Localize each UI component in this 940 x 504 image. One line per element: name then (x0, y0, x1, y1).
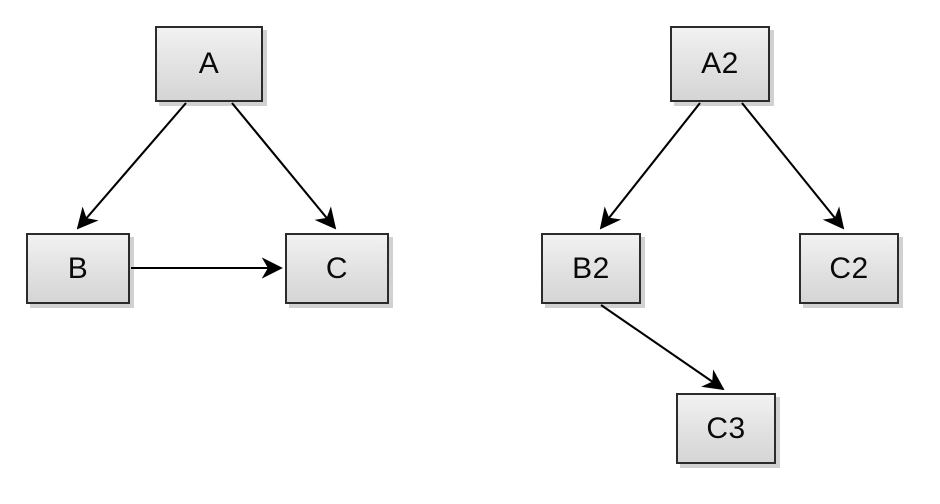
edge-a2-c2 (741, 102, 845, 230)
node-a2-label: A2 (701, 47, 739, 80)
edge-a-b (76, 102, 187, 230)
node-c-label: C (325, 251, 349, 285)
node-a-label: A (198, 47, 220, 80)
node-c3-label: C3 (706, 411, 746, 445)
node-c3[interactable]: C3 (676, 393, 776, 464)
node-a[interactable]: A (155, 26, 263, 102)
node-a2[interactable]: A2 (670, 26, 770, 102)
node-c[interactable]: C (285, 233, 389, 304)
node-b2-label: B2 (572, 251, 610, 285)
edge-a-c (231, 102, 337, 230)
node-b[interactable]: B (26, 233, 130, 304)
node-b-label: B (67, 251, 89, 285)
edge-a2-b2 (599, 102, 701, 230)
node-c2[interactable]: C2 (799, 233, 899, 304)
edge-b2-c3 (600, 304, 725, 391)
node-b2[interactable]: B2 (541, 233, 641, 304)
node-c2-label: C2 (829, 251, 869, 285)
